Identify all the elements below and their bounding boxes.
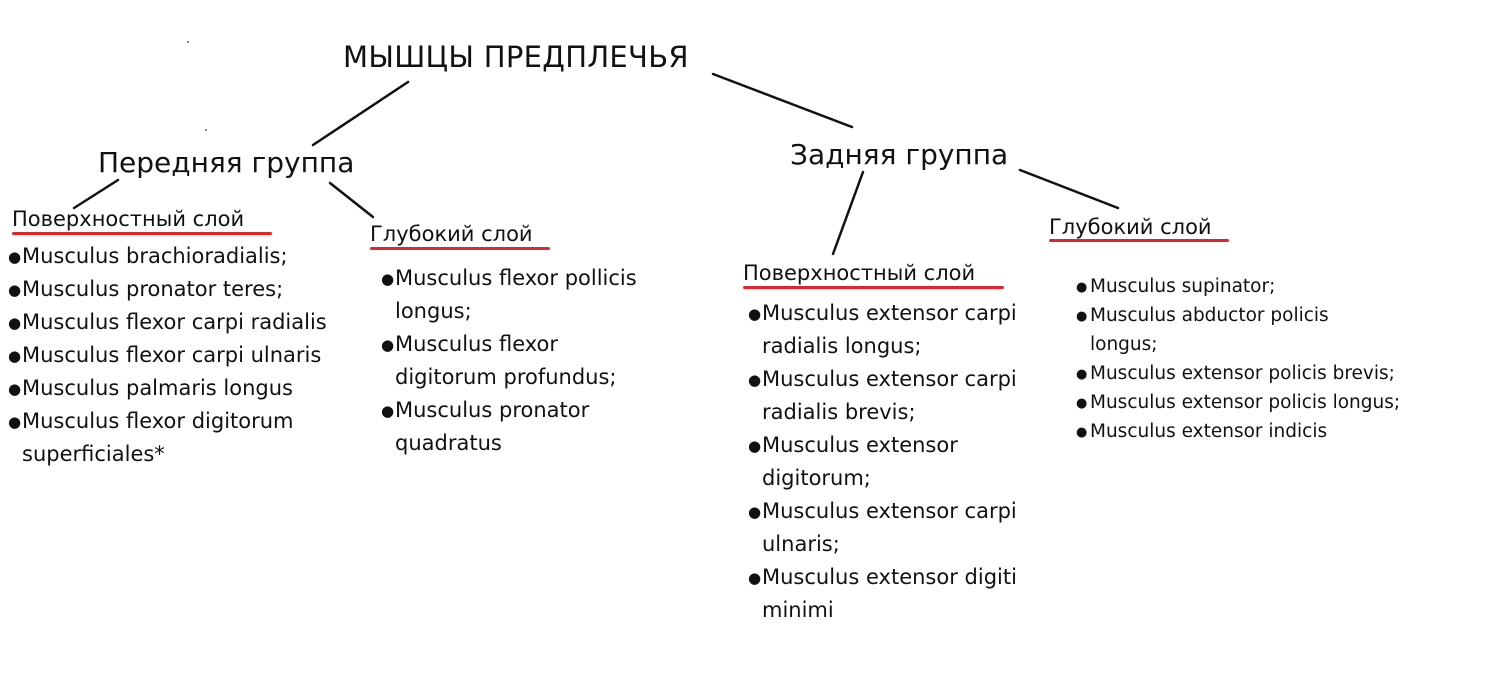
bullet-icon: ● [8, 347, 22, 365]
list-item: ●Musculus extensor carpi [748, 297, 1017, 330]
list-item: ●Musculus flexor [381, 328, 637, 361]
bullet-icon: ● [1076, 425, 1088, 440]
bullet-icon: ● [1076, 280, 1088, 295]
bullet-icon: ● [8, 314, 22, 332]
list-item: ●Musculus pronator [381, 394, 637, 427]
list-item-continuation: radialis longus; [762, 334, 922, 358]
diagram-title: МЫШЦЫ ПРЕДПЛЕЧЬЯ [343, 40, 689, 74]
list-item-continuation: longus; [395, 299, 472, 323]
bullet-icon: ● [1076, 396, 1088, 411]
anterior-superficial-label: Поверхностный слой [12, 207, 245, 231]
list-item: ●Musculus flexor digitorum [8, 405, 327, 438]
list-item: ●Musculus flexor carpi ulnaris [8, 339, 327, 372]
list-item: ●Musculus supinator; [1076, 272, 1400, 301]
list-item: ●Musculus pronator teres; [8, 273, 327, 306]
list-item-continuation: longus; [1090, 334, 1158, 355]
posterior-deep-underline [1049, 239, 1229, 242]
list-item-continuation: superficiales* [22, 442, 165, 466]
list-item: ●Musculus palmaris longus [8, 372, 327, 405]
posterior-deep-label: Глубокий слой [1049, 215, 1212, 239]
list-item-continuation: digitorum; [762, 466, 871, 490]
posterior-group-label: Задняя группа [790, 138, 1009, 171]
list-item: ●Musculus abductor policis [1076, 301, 1400, 330]
list-item: ●Musculus extensor carpi [748, 363, 1017, 396]
bullet-icon: ● [1076, 309, 1088, 324]
bullet-icon: ● [748, 371, 762, 389]
anterior-deep-list: ●Musculus flexor pollicis longus; ●Muscu… [381, 262, 637, 460]
bullet-icon: ● [381, 402, 395, 420]
list-item: ●Musculus extensor indicis [1076, 417, 1400, 446]
list-item-continuation: quadratus [395, 431, 502, 455]
connector-anterior-superficial [72, 178, 120, 210]
anterior-deep-underline [370, 247, 550, 250]
connector-posterior-deep [1018, 168, 1120, 210]
list-item-continuation: minimi [762, 598, 834, 622]
connector-anterior-deep [328, 181, 375, 219]
posterior-deep-list: ●Musculus supinator; ●Musculus abductor … [1076, 272, 1400, 446]
posterior-superficial-underline [743, 286, 1004, 289]
list-item: ●Musculus extensor policis longus; [1076, 388, 1400, 417]
bullet-icon: ● [748, 437, 762, 455]
stray-speck [205, 129, 207, 131]
list-item: ●Musculus flexor pollicis [381, 262, 637, 295]
list-item-continuation: digitorum profundus; [395, 365, 617, 389]
connector-title-anterior [311, 80, 410, 147]
list-item: ●Musculus extensor [748, 429, 1017, 462]
anterior-group-label: Передняя группа [98, 146, 355, 179]
bullet-icon: ● [748, 569, 762, 587]
anterior-superficial-list: ●Musculus brachioradialis; ●Musculus pro… [8, 240, 327, 471]
connector-title-posterior [711, 72, 854, 129]
list-item: ●Musculus brachioradialis; [8, 240, 327, 273]
bullet-icon: ● [1076, 367, 1088, 382]
bullet-icon: ● [748, 305, 762, 323]
list-item-continuation: radialis brevis; [762, 400, 916, 424]
bullet-icon: ● [381, 336, 395, 354]
list-item: ●Musculus extensor carpi [748, 495, 1017, 528]
list-item: ●Musculus extensor digiti [748, 561, 1017, 594]
bullet-icon: ● [748, 503, 762, 521]
bullet-icon: ● [8, 281, 22, 299]
bullet-icon: ● [381, 270, 395, 288]
anterior-superficial-underline [12, 232, 272, 235]
bullet-icon: ● [8, 248, 22, 266]
bullet-icon: ● [8, 413, 22, 431]
list-item: ●Musculus flexor carpi radialis [8, 306, 327, 339]
connector-posterior-superficial [831, 170, 865, 256]
posterior-superficial-list: ●Musculus extensor carpi radialis longus… [748, 297, 1017, 627]
anterior-deep-label: Глубокий слой [370, 222, 533, 246]
bullet-icon: ● [8, 380, 22, 398]
posterior-superficial-label: Поверхностный слой [743, 261, 976, 285]
list-item: ●Musculus extensor policis brevis; [1076, 359, 1400, 388]
stray-speck [187, 41, 189, 43]
list-item-continuation: ulnaris; [762, 532, 840, 556]
